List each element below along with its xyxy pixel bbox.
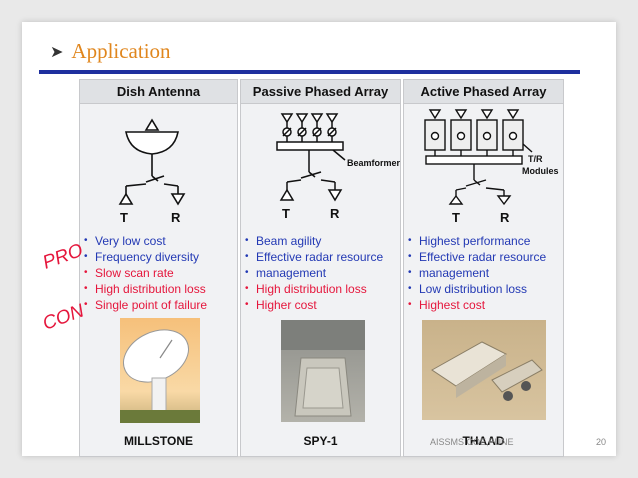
column-header: Passive Phased Array bbox=[241, 80, 400, 104]
feature-list: Highest performance Effective radar reso… bbox=[408, 233, 546, 313]
column-caption: MILLSTONE bbox=[123, 434, 194, 448]
spy-1-photo bbox=[281, 320, 365, 422]
con-item: High distribution loss bbox=[245, 281, 383, 297]
feature-list: Beam agility Effective radar resource ma… bbox=[245, 233, 383, 313]
con-item: High distribution loss bbox=[84, 281, 207, 297]
pro-item-continued: management bbox=[408, 265, 546, 281]
column-header: Dish Antenna bbox=[80, 80, 237, 104]
pro-item: Very low cost bbox=[84, 233, 207, 249]
slide-title: ➤ Application bbox=[50, 39, 171, 64]
con-item: Highest cost bbox=[408, 297, 546, 313]
slide: ➤ Application Dish Antenna T R Ve bbox=[22, 22, 616, 457]
slide-title-text: Application bbox=[71, 39, 171, 63]
millstone-photo bbox=[120, 318, 200, 423]
pro-item-text: management bbox=[256, 266, 327, 280]
feature-list: Very low cost Frequency diversity Slow s… bbox=[84, 233, 207, 313]
arrow-bullet-icon: ➤ bbox=[50, 43, 64, 61]
r-label: R bbox=[500, 210, 510, 225]
pro-item: Effective radar resource bbox=[245, 249, 383, 265]
passive-array-diagram: Beamformer T R bbox=[276, 113, 401, 221]
column-active-phased-array: Active Phased Array bbox=[403, 79, 564, 457]
pro-item: Low distribution loss bbox=[408, 281, 546, 297]
footer-text: AISSMS COE,PUNE bbox=[430, 437, 514, 447]
pro-item: Beam agility bbox=[245, 233, 383, 249]
t-label: T bbox=[282, 206, 290, 221]
column-dish-antenna: Dish Antenna T R Very low cost Frequency… bbox=[79, 79, 238, 457]
launcher-truck-photo-icon bbox=[431, 341, 543, 401]
pro-item: Highest performance bbox=[408, 233, 546, 249]
dish-antenna-diagram: T R bbox=[118, 118, 186, 225]
thaad-photo bbox=[422, 320, 546, 420]
page-number: 20 bbox=[596, 437, 607, 447]
pro-item: Frequency diversity bbox=[84, 249, 207, 265]
r-label: R bbox=[330, 206, 340, 221]
pro-item-text: management bbox=[419, 266, 490, 280]
pro-item-continued: management bbox=[245, 265, 383, 281]
ship-array-photo-icon bbox=[281, 320, 365, 417]
column-passive-phased-array: Passive Phased Array bbox=[240, 79, 401, 457]
column-caption: SPY-1 bbox=[303, 434, 338, 448]
title-rule bbox=[39, 70, 580, 74]
pro-item: Effective radar resource bbox=[408, 249, 546, 265]
column-header: Active Phased Array bbox=[404, 80, 563, 104]
con-item: Higher cost bbox=[245, 297, 383, 313]
column-caption: THAAD bbox=[462, 434, 505, 448]
t-label: T bbox=[120, 210, 128, 225]
modules-label: Modules bbox=[522, 166, 559, 176]
tr-label: T/R bbox=[528, 154, 543, 164]
con-item: Slow scan rate bbox=[84, 265, 207, 281]
beamformer-label: Beamformer bbox=[347, 158, 401, 168]
active-array-diagram: T/R Modules T R bbox=[424, 109, 559, 225]
r-label: R bbox=[171, 210, 181, 225]
con-item: Single point of failure bbox=[84, 297, 207, 313]
t-label: T bbox=[452, 210, 460, 225]
radar-dish-photo-icon bbox=[120, 329, 200, 423]
